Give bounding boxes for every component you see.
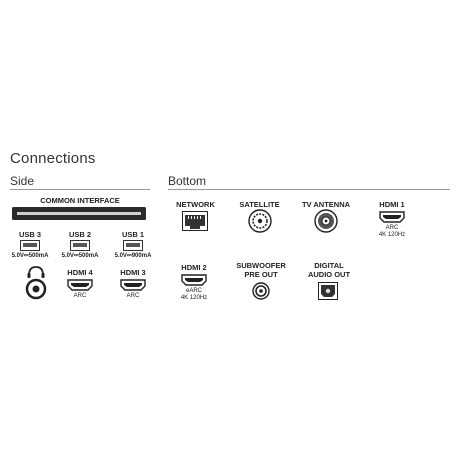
usb1-rating: 5.0V⎓900mA: [114, 253, 152, 259]
hdmi3-label: HDMI 3: [120, 268, 146, 277]
hdmi2-label: HDMI 2: [181, 263, 207, 272]
digital-audio-label-line1: DIGITAL: [314, 261, 344, 270]
usb-port-icon: [20, 240, 40, 251]
hdmi-port-icon: [120, 279, 146, 291]
satellite-label: SATELLITE: [239, 200, 280, 209]
usb3-label: USB 3: [18, 230, 42, 239]
usb-port-icon: [123, 240, 143, 251]
hdmi4-label: HDMI 4: [67, 268, 93, 277]
digital-audio-label-line2: AUDIO OUT: [307, 270, 351, 279]
coaxial-port-icon: [248, 209, 272, 233]
hdmi1-refresh-label: 4K 120Hz: [378, 232, 406, 238]
coaxial-port-icon: [314, 209, 338, 233]
section-bottom-divider: [168, 189, 450, 190]
usb2-label: USB 2: [68, 230, 92, 239]
headphone-jack-icon: [20, 264, 52, 300]
optical-port-icon: [318, 282, 338, 300]
hdmi-port-icon: [67, 279, 93, 291]
hdmi-port-icon: [379, 211, 405, 223]
hdmi1-label: HDMI 1: [379, 200, 405, 209]
hdmi2-refresh-label: 4K 120Hz: [180, 295, 208, 301]
subwoofer-label-line2: PRE OUT: [244, 270, 278, 279]
usb1-label: USB 1: [121, 230, 145, 239]
ethernet-port-icon: [182, 211, 208, 231]
usb2-rating: 5.0V⎓500mA: [61, 253, 99, 259]
common-interface-label: COMMON INTERFACE: [40, 196, 120, 205]
usb3-rating: 5.0V⎓500mA: [11, 253, 49, 259]
common-interface-slot-icon: [12, 207, 146, 220]
section-side-divider: [10, 189, 150, 190]
tv-antenna-label: TV ANTENNA: [301, 200, 351, 209]
hdmi1-arc-label: ARC: [385, 225, 399, 231]
hdmi4-arc-label: ARC: [73, 293, 87, 299]
rca-jack-icon: [252, 282, 270, 300]
network-label: NETWORK: [176, 200, 215, 209]
page-title: Connections: [10, 150, 96, 167]
subwoofer-label-line1: SUBWOOFER: [236, 261, 286, 270]
section-bottom-heading: Bottom: [168, 174, 207, 188]
section-side-heading: Side: [10, 174, 35, 188]
hdmi3-arc-label: ARC: [126, 293, 140, 299]
hdmi-port-icon: [181, 274, 207, 286]
usb-port-icon: [70, 240, 90, 251]
hdmi2-earc-label: eARC: [185, 288, 202, 294]
